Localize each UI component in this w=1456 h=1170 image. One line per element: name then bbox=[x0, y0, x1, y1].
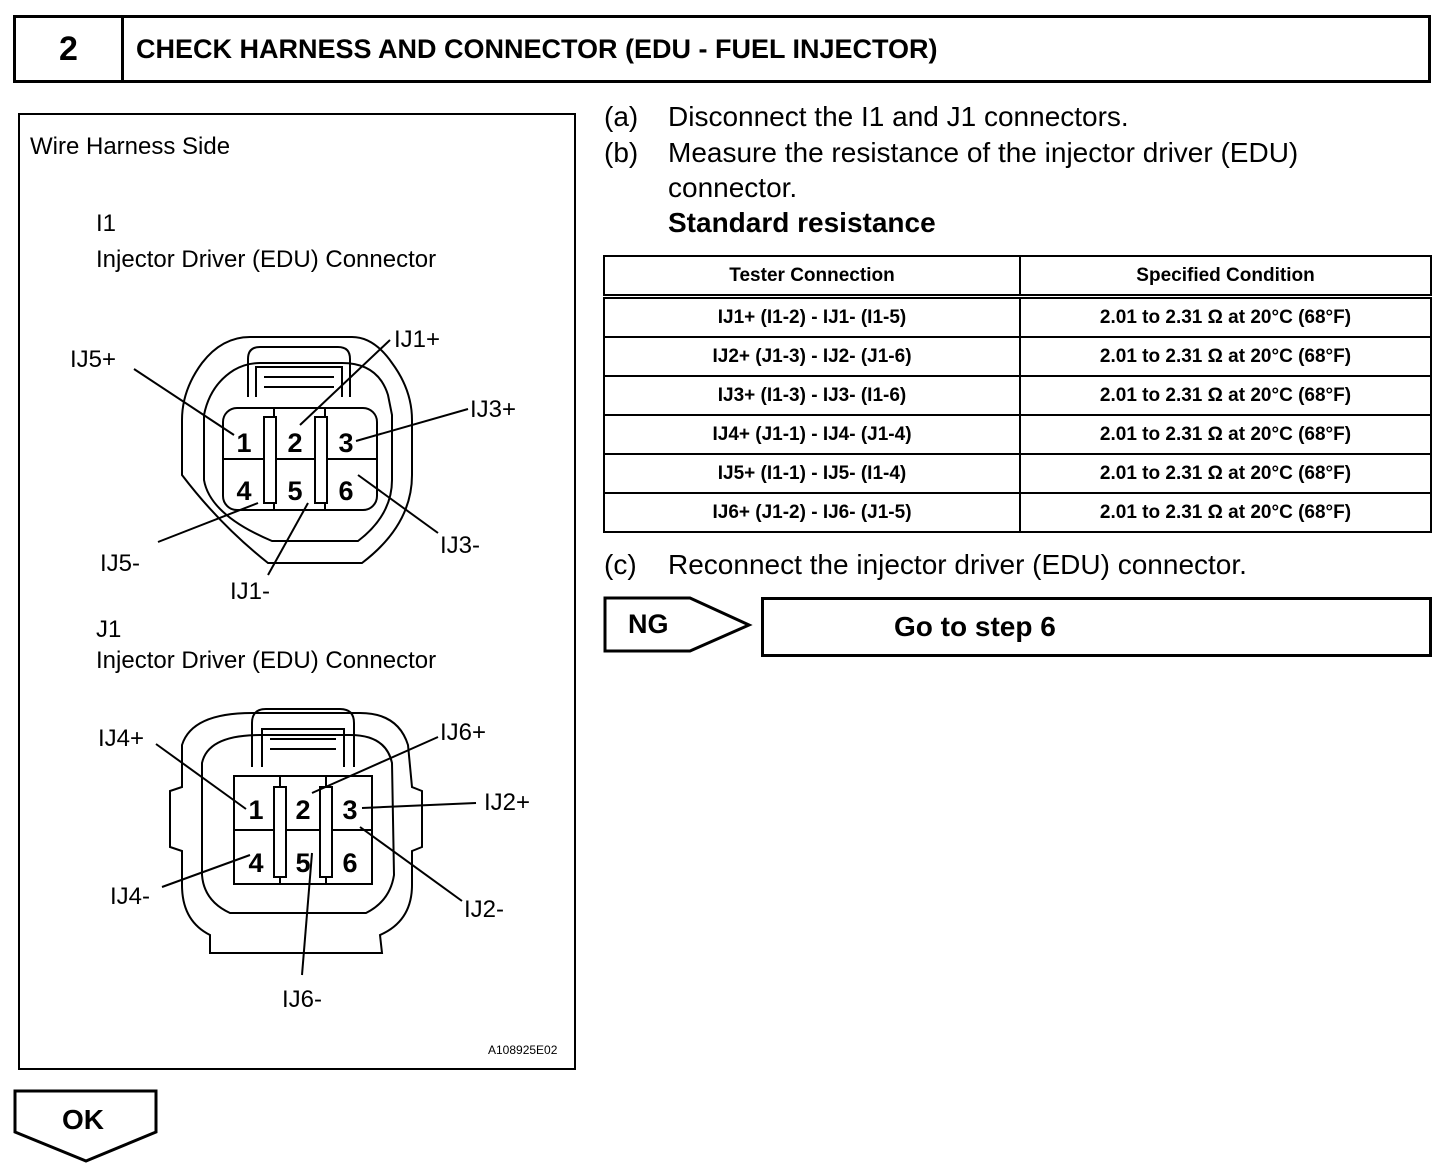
table-row: IJ6+ (J1-2) - IJ6- (J1-5)2.01 to 2.31 Ω … bbox=[603, 492, 1432, 533]
figure-id: A108925E02 bbox=[488, 1043, 558, 1057]
i1-connector-name: Injector Driver (EDU) Connector bbox=[96, 246, 437, 273]
label-ij5m: IJ5- bbox=[100, 550, 140, 577]
cell-condition: 2.01 to 2.31 Ω at 20°C (68°F) bbox=[1019, 414, 1432, 455]
table-row: IJ1+ (I1-2) - IJ1- (I1-5)2.01 to 2.31 Ω … bbox=[603, 295, 1432, 338]
step-header: 2 CHECK HARNESS AND CONNECTOR (EDU - FUE… bbox=[13, 15, 1431, 83]
label-ij1p: IJ1+ bbox=[394, 326, 440, 353]
label-ij3p: IJ3+ bbox=[470, 396, 516, 423]
i1-leader-ij5p bbox=[133, 368, 235, 436]
cell-condition: 2.01 to 2.31 Ω at 20°C (68°F) bbox=[1019, 336, 1432, 377]
figure-caption: Wire Harness Side bbox=[30, 133, 231, 160]
i1-pin-3: 3 bbox=[338, 428, 353, 458]
cell-connection: IJ6+ (J1-2) - IJ6- (J1-5) bbox=[603, 492, 1021, 533]
connector-figure: Wire Harness Side I1 Injector Driver (ED… bbox=[18, 113, 576, 1070]
cell-connection: IJ3+ (I1-3) - IJ3- (I1-6) bbox=[603, 375, 1021, 416]
label-ij2p: IJ2+ bbox=[484, 789, 530, 816]
j1-housing-outer bbox=[169, 712, 423, 954]
step-b-text-line1: Measure the resistance of the injector d… bbox=[668, 137, 1299, 168]
step-a-text: Disconnect the I1 and J1 connectors. bbox=[668, 101, 1129, 132]
cell-connection: IJ5+ (I1-1) - IJ5- (I1-4) bbox=[603, 453, 1021, 494]
label-ij5p: IJ5+ bbox=[70, 346, 116, 373]
i1-leader-ij1m bbox=[267, 502, 309, 576]
step-number: 2 bbox=[16, 18, 124, 80]
step-list: (a) Disconnect the I1 and J1 connectors.… bbox=[604, 99, 1434, 259]
step-b-text-line2: connector. bbox=[668, 172, 798, 203]
cell-condition: 2.01 to 2.31 Ω at 20°C (68°F) bbox=[1019, 492, 1432, 533]
i1-pin-6: 6 bbox=[338, 476, 353, 506]
i1-leader-ij1p bbox=[299, 339, 391, 426]
j1-pin-4: 4 bbox=[248, 848, 263, 878]
i1-pin-5: 5 bbox=[287, 476, 302, 506]
j1-pin-2: 2 bbox=[295, 795, 310, 825]
label-ij1m: IJ1- bbox=[230, 578, 270, 605]
ok-arrow[interactable]: OK bbox=[12, 1088, 162, 1166]
j1-pin-6: 6 bbox=[342, 848, 357, 878]
j1-leader-ij2m bbox=[359, 826, 463, 902]
label-ij3m: IJ3- bbox=[440, 532, 480, 559]
j1-leader-ij4m bbox=[161, 854, 251, 888]
step-c-text: Reconnect the injector driver (EDU) conn… bbox=[668, 549, 1247, 580]
j1-leader-ij6m bbox=[301, 852, 313, 976]
j1-pin-5: 5 bbox=[295, 848, 310, 878]
i1-pin-1: 1 bbox=[236, 428, 251, 458]
cell-connection: IJ1+ (I1-2) - IJ1- (I1-5) bbox=[603, 295, 1021, 338]
connector-diagram: 1 2 3 4 5 6 1 2 3 4 5 6 IJ5+ IJ1+ IJ3+ I… bbox=[70, 326, 530, 1013]
i1-housing-inner bbox=[203, 362, 393, 542]
resistance-table: Tester Connection Specified Condition IJ… bbox=[603, 255, 1432, 533]
ng-action-text: Go to step 6 bbox=[894, 611, 1056, 642]
label-ij6m: IJ6- bbox=[282, 986, 322, 1013]
i1-leader-ij3m bbox=[357, 474, 439, 534]
i1-latch bbox=[247, 346, 351, 397]
j1-leader-ij4p bbox=[155, 743, 247, 810]
standard-resistance-label: Standard resistance bbox=[668, 207, 936, 238]
ok-label: OK bbox=[62, 1104, 104, 1135]
step-b-letter: (b) bbox=[604, 137, 639, 168]
header-specified-condition: Specified Condition bbox=[1019, 255, 1432, 299]
step-a-letter: (a) bbox=[604, 101, 639, 132]
step-c: (c) Reconnect the injector driver (EDU) … bbox=[604, 547, 1434, 587]
go-to-step-6-box[interactable]: Go to step 6 bbox=[761, 597, 1432, 657]
i1-leader-ij5m bbox=[157, 502, 259, 543]
step-c-letter: (c) bbox=[604, 549, 637, 580]
table-row: IJ2+ (J1-3) - IJ2- (J1-6)2.01 to 2.31 Ω … bbox=[603, 336, 1432, 377]
cell-condition: 2.01 to 2.31 Ω at 20°C (68°F) bbox=[1019, 295, 1432, 338]
j1-pin-1: 1 bbox=[248, 795, 263, 825]
table-header-row: Tester Connection Specified Condition bbox=[603, 255, 1432, 299]
j1-pin-3: 3 bbox=[342, 795, 357, 825]
i1-leader-ij3p bbox=[355, 408, 469, 442]
ng-arrow[interactable]: NG bbox=[602, 594, 754, 656]
cell-condition: 2.01 to 2.31 Ω at 20°C (68°F) bbox=[1019, 375, 1432, 416]
i1-pin-2: 2 bbox=[287, 428, 302, 458]
j1-connector-id: J1 bbox=[96, 616, 122, 643]
j1-leader-ij2p bbox=[361, 802, 477, 809]
i1-housing-outer bbox=[181, 336, 413, 564]
ng-label: NG bbox=[628, 609, 669, 639]
i1-pin-4: 4 bbox=[236, 476, 251, 506]
j1-leader-ij6p bbox=[311, 736, 439, 794]
i1-connector-id: I1 bbox=[96, 210, 117, 237]
j1-connector-name: Injector Driver (EDU) Connector bbox=[96, 647, 437, 674]
header-tester-connection: Tester Connection bbox=[603, 255, 1021, 299]
cell-connection: IJ2+ (J1-3) - IJ2- (J1-6) bbox=[603, 336, 1021, 377]
table-row: IJ3+ (I1-3) - IJ3- (I1-6)2.01 to 2.31 Ω … bbox=[603, 375, 1432, 416]
j1-latch bbox=[251, 708, 355, 767]
step-title: CHECK HARNESS AND CONNECTOR (EDU - FUEL … bbox=[136, 33, 938, 64]
j1-housing-inner bbox=[201, 734, 396, 914]
label-ij4m: IJ4- bbox=[110, 883, 150, 910]
label-ij4p: IJ4+ bbox=[98, 725, 144, 752]
table-row: IJ5+ (I1-1) - IJ5- (I1-4)2.01 to 2.31 Ω … bbox=[603, 453, 1432, 494]
table-row: IJ4+ (J1-1) - IJ4- (J1-4)2.01 to 2.31 Ω … bbox=[603, 414, 1432, 455]
cell-condition: 2.01 to 2.31 Ω at 20°C (68°F) bbox=[1019, 453, 1432, 494]
cell-connection: IJ4+ (J1-1) - IJ4- (J1-4) bbox=[603, 414, 1021, 455]
label-ij6p: IJ6+ bbox=[440, 719, 486, 746]
label-ij2m: IJ2- bbox=[464, 896, 504, 923]
